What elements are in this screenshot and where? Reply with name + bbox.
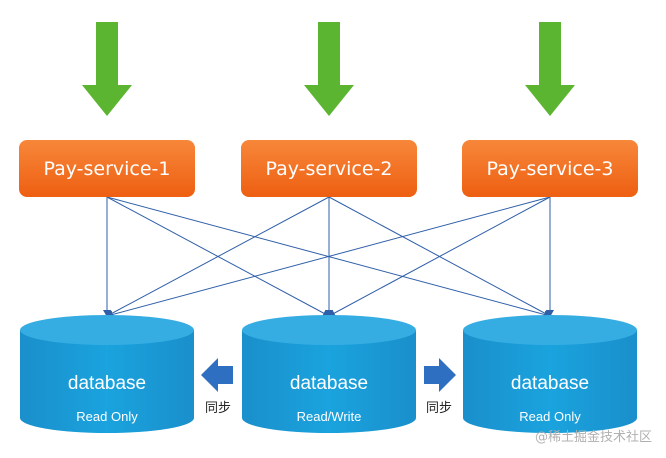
service-label-1: Pay-service-1 [43,158,170,180]
service-label-2: Pay-service-2 [265,158,392,180]
sync-label-left: 同步 [205,401,231,416]
service-box-2: Pay-service-2 [241,140,417,197]
service-box-3: Pay-service-3 [462,140,638,197]
database-mode-3: Read Only [519,409,581,424]
database-label-2: database [290,373,368,394]
sync-left: 同步 [201,358,233,416]
database-mode-2: Read/Write [297,409,362,424]
green-down-arrow-icon [82,22,132,116]
service-box-1: Pay-service-1 [19,140,195,197]
sync-label-right: 同步 [426,401,452,416]
watermark-text: @稀土掘金技术社区 [535,429,652,445]
input-arrow-2 [304,22,354,116]
sync-left-arrow-icon [201,358,233,392]
green-down-arrow-icon [304,22,354,116]
database-label-1: database [68,373,146,394]
input-arrow-1 [82,22,132,116]
database-mode-1: Read Only [76,409,138,424]
sync-right-arrow-icon [424,358,456,392]
database-cylinder-1: database Read Only [20,315,194,433]
database-cylinder-3: database Read Only [463,315,637,433]
input-arrow-3 [525,22,575,116]
database-label-3: database [511,373,589,394]
connector-s3-d1 [106,196,551,319]
green-down-arrow-icon [525,22,575,116]
database-cylinder-2: database Read/Write [242,315,416,433]
connector-s3-d2 [328,196,551,317]
connector-lines [103,196,554,319]
service-label-3: Pay-service-3 [486,158,613,180]
sync-right: 同步 [424,358,456,416]
connector-s2-d1 [106,196,330,317]
